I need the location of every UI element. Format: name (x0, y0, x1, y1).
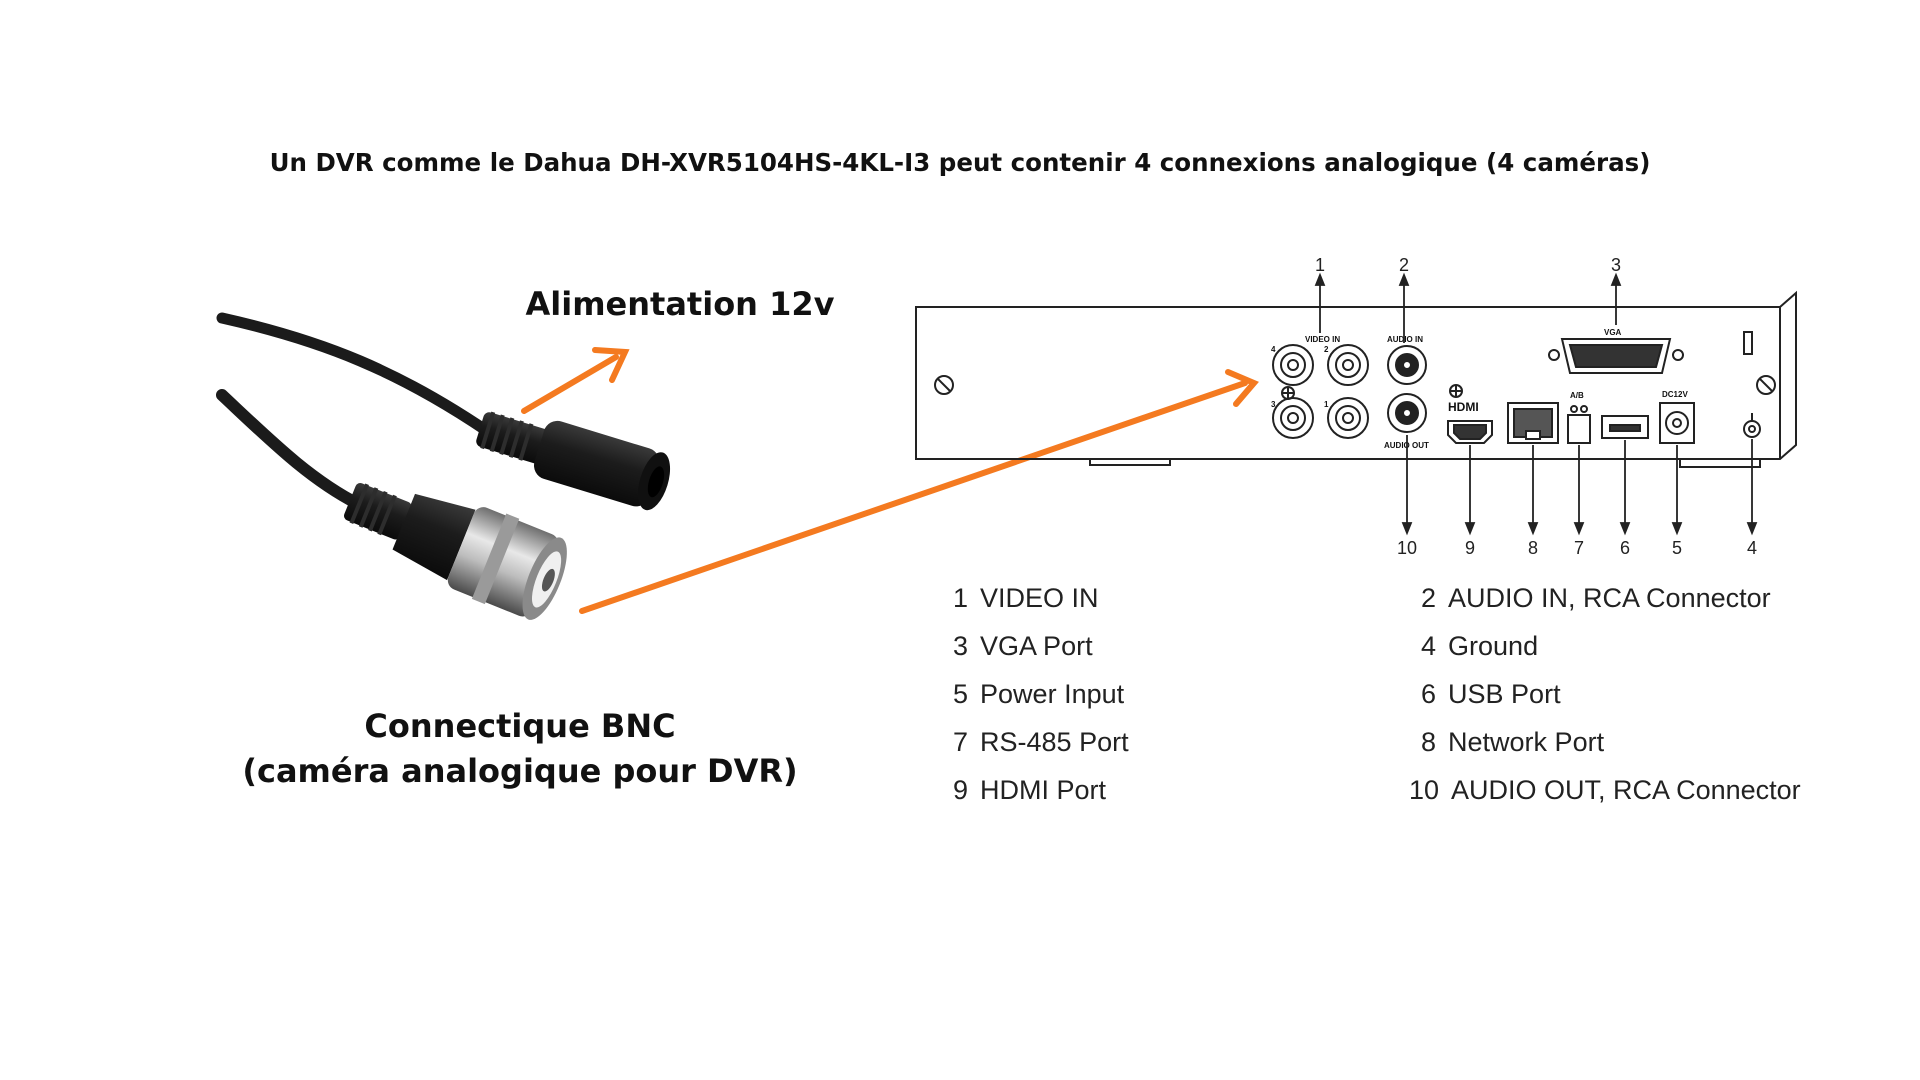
panel-text-bnc-3: 3 (1271, 400, 1276, 409)
panel-text-vga: VGA (1604, 328, 1622, 337)
panel-text-ab: A/B (1570, 391, 1584, 400)
panel-text-bnc-4: 4 (1271, 345, 1276, 354)
audio-out-port (1388, 394, 1426, 432)
ground-terminal (1744, 421, 1760, 437)
dvr-chassis (916, 293, 1796, 459)
panel-text-dc12v: DC12V (1662, 390, 1688, 399)
power-jack-connector (471, 399, 676, 514)
bnc-connector (333, 457, 577, 627)
power-label: Alimentation 12v (520, 282, 840, 327)
callout-3: 3 (1611, 255, 1621, 275)
rs485-port (1568, 415, 1590, 443)
bnc-port-1 (1328, 398, 1368, 438)
bnc-cable (222, 395, 360, 505)
callout-7: 7 (1574, 538, 1584, 558)
panel-text-hdmi: HDMI (1448, 400, 1479, 414)
callout-8: 8 (1528, 538, 1538, 558)
bnc-label: Connectique BNC (caméra analogique pour … (240, 704, 800, 795)
audio-in-port (1388, 346, 1426, 384)
callout-1: 1 (1315, 255, 1325, 275)
bnc-label-line2: (caméra analogique pour DVR) (240, 749, 800, 794)
bnc-port-4 (1273, 345, 1313, 385)
bnc-label-line1: Connectique BNC (240, 704, 800, 749)
callout-6: 6 (1620, 538, 1630, 558)
panel-text-audio-in: AUDIO IN (1387, 335, 1423, 344)
callout-5: 5 (1672, 538, 1682, 558)
power-arrow (524, 350, 625, 411)
panel-text-bnc-2: 2 (1324, 345, 1329, 354)
callout-4: 4 (1747, 538, 1757, 558)
bnc-port-3 (1273, 398, 1313, 438)
power-cable (222, 318, 500, 440)
panel-text-video-in: VIDEO IN (1305, 335, 1340, 344)
dvr-rear-panel: VIDEO IN AUDIO IN AUDIO OUT VGA A/B DC12… (900, 245, 1820, 565)
callout-2: 2 (1399, 255, 1409, 275)
callout-10: 10 (1397, 538, 1417, 558)
callout-9: 9 (1465, 538, 1475, 558)
panel-text-bnc-1: 1 (1324, 400, 1329, 409)
bnc-port-2 (1328, 345, 1368, 385)
